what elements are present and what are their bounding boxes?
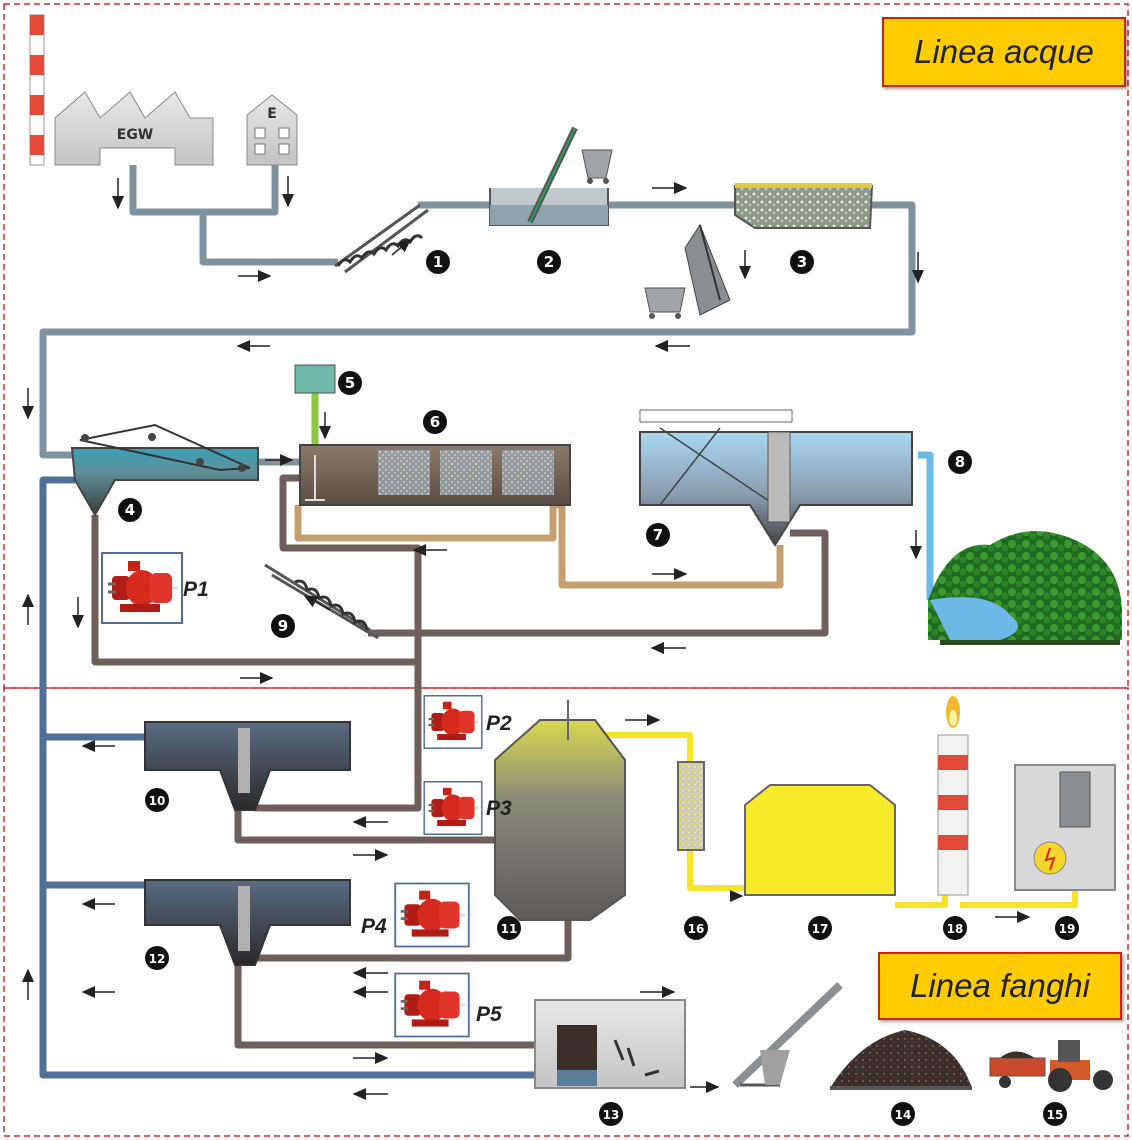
badge-9: 9 xyxy=(271,614,295,638)
section-title-water-line: Linea acque xyxy=(882,17,1126,87)
thickener-2-icon xyxy=(144,879,351,966)
svg-text:3: 3 xyxy=(797,253,807,271)
chimney-icon xyxy=(29,14,45,166)
flotation-tank-icon xyxy=(70,423,259,518)
tractor-trailer-icon xyxy=(989,1040,1113,1092)
badge-12: 12 xyxy=(145,946,169,970)
svg-text:11: 11 xyxy=(501,922,518,936)
pump-icon-p5 xyxy=(393,972,471,1038)
river-forest-icon xyxy=(928,531,1122,645)
badge-2: 2 xyxy=(537,250,561,274)
clarifier-icon xyxy=(639,409,913,547)
generator-icon xyxy=(1014,764,1116,891)
grit-channel-icon xyxy=(734,183,873,229)
pump-label-p3: P3 xyxy=(486,797,512,820)
sludge-heap-icon xyxy=(830,1030,972,1090)
svg-text:19: 19 xyxy=(1059,922,1076,936)
badge-7: 7 xyxy=(646,523,670,547)
svg-text:14: 14 xyxy=(895,1108,912,1122)
badge-5: 5 xyxy=(338,371,362,395)
factory-name: EGW xyxy=(117,127,154,143)
svg-text:8: 8 xyxy=(955,453,965,471)
pump-label-p5: P5 xyxy=(476,1003,502,1026)
pump-icon-p1 xyxy=(100,551,184,625)
arrow-icon xyxy=(303,595,331,611)
house-name: E xyxy=(267,106,277,122)
pump-icon-p3 xyxy=(423,780,483,836)
badge-3: 3 xyxy=(790,250,814,274)
skip-container-icon xyxy=(644,223,731,319)
badge-14: 14 xyxy=(891,1102,915,1126)
pipe-clean-water xyxy=(918,451,934,600)
gas-filter-icon xyxy=(677,761,705,851)
factory-icon: EGW xyxy=(54,91,214,166)
flow-arrows xyxy=(22,176,1031,1100)
section-title-sludge-line: Linea fanghi xyxy=(878,952,1122,1020)
svg-text:5: 5 xyxy=(345,374,355,392)
badge-1: 1 xyxy=(426,250,450,274)
svg-text:1: 1 xyxy=(433,253,443,271)
gasometer-icon xyxy=(744,784,896,896)
arrow-icon xyxy=(391,239,412,256)
pipe-raw-inflow xyxy=(39,165,916,466)
flare-stack-icon xyxy=(937,696,969,896)
dosing-tank-icon xyxy=(294,364,336,394)
svg-text:7: 7 xyxy=(653,526,663,544)
svg-text:16: 16 xyxy=(688,922,705,936)
screw-conveyor-icon xyxy=(334,203,429,274)
badge-10: 10 xyxy=(145,788,169,812)
frame-sludge-line xyxy=(3,687,1129,1137)
station-badges: 1 2 3 4 5 6 7 8 9 10 11 12 13 14 15 16 1… xyxy=(118,250,1079,1126)
aeration-tank-icon xyxy=(299,444,571,506)
pipe-return-blue xyxy=(39,476,540,1079)
svg-text:17: 17 xyxy=(812,922,829,936)
badge-16: 16 xyxy=(684,916,708,940)
svg-text:6: 6 xyxy=(430,413,440,431)
badge-13: 13 xyxy=(599,1102,623,1126)
pump-label-p4: P4 xyxy=(361,915,387,938)
svg-text:13: 13 xyxy=(603,1108,620,1122)
badge-8: 8 xyxy=(948,450,972,474)
thickener-icon xyxy=(144,721,351,811)
svg-text:15: 15 xyxy=(1047,1108,1064,1122)
svg-text:2: 2 xyxy=(544,253,554,271)
pump-icon-p4 xyxy=(393,882,471,948)
badge-4: 4 xyxy=(118,498,142,522)
badge-15: 15 xyxy=(1043,1102,1067,1126)
badge-18: 18 xyxy=(943,916,967,940)
svg-text:18: 18 xyxy=(947,922,964,936)
badge-17: 17 xyxy=(808,916,832,940)
pump-icon-p2 xyxy=(423,694,483,750)
svg-text:9: 9 xyxy=(278,617,288,635)
svg-text:10: 10 xyxy=(149,794,166,808)
house-icon: E xyxy=(246,94,298,166)
belt-conveyor-icon xyxy=(732,982,843,1088)
badge-6: 6 xyxy=(423,410,447,434)
pump-label-p2: P2 xyxy=(486,712,512,735)
svg-text:12: 12 xyxy=(149,952,166,966)
screen-icon xyxy=(489,126,613,226)
badge-19: 19 xyxy=(1055,916,1079,940)
pump-label-p1: P1 xyxy=(183,578,209,601)
dewatering-unit-icon xyxy=(534,999,686,1089)
svg-text:4: 4 xyxy=(125,501,135,519)
badge-11: 11 xyxy=(497,916,521,940)
digester-icon xyxy=(494,700,626,921)
